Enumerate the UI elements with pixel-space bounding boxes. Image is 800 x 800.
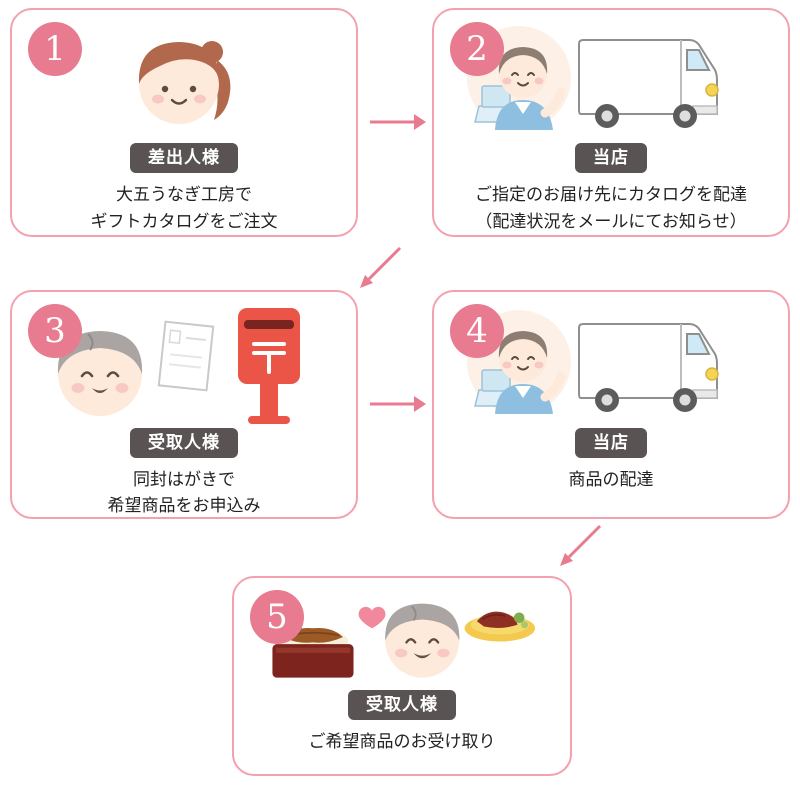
down-left-arrow-icon [360,246,402,288]
step-5-number-badge: 5 [250,590,304,644]
step-number: 3 [44,311,66,351]
step-2-box: 2 [432,8,790,237]
arrow-step3-to-step4 [368,391,426,422]
clerk-and-truck-icon [467,309,719,414]
step-3-description: 同封はがきで 希望商品をお申込み [108,467,261,520]
food-plate-icon [464,611,536,642]
step-1-box: 1 差出人様 大五うなぎ工房で ギフトカタログをご注文 [10,8,358,237]
right-arrow-icon [370,114,426,130]
step-number: 4 [466,311,488,351]
step-2-role-label: 当店 [575,143,647,174]
clerk-and-truck-icon [467,26,719,131]
step-2-number-badge: 2 [450,22,504,76]
description-line: ご希望商品のお受け取り [308,732,496,752]
right-arrow-icon [370,396,426,412]
step-number: 2 [466,29,488,69]
sender-woman-icon [138,40,231,124]
arrow-step4-to-step5 [556,524,604,575]
heart-icon [358,606,386,629]
step-4-box: 4 [432,290,790,519]
down-left-arrow-icon [560,524,602,566]
step-1-role-label: 差出人様 [130,143,238,174]
sender-woman-illustration [124,18,244,143]
step-1-number-badge: 1 [28,22,82,76]
role-label-text: 受取人様 [148,433,220,452]
role-label-text: 当店 [593,433,629,452]
step-4-role-label: 当店 [575,428,647,459]
recipient-postcard-postbox-icon [57,308,300,424]
clerk-truck-illustration [461,18,761,143]
arrow-step1-to-step2 [368,109,426,140]
step-1-description: 大五うなぎ工房で ギフトカタログをご注文 [91,182,278,235]
japan-postbox-icon [238,308,300,424]
step-2-description: ご指定のお届け先にカタログを配達 （配達状況をメールにてお知らせ） [475,182,747,235]
step-5-role-label: 受取人様 [348,690,456,721]
clerk-truck-illustration [461,300,761,428]
role-label-text: 当店 [593,148,629,168]
description-line: 希望商品をお申込み [107,496,261,516]
step-4-number-badge: 4 [450,304,504,358]
step-5-box: 5 [232,576,572,776]
step-4-description: 商品の配達 [569,467,654,493]
step-number: 5 [266,597,288,637]
arrow-step2-to-step3 [356,246,404,297]
role-label-text: 受取人様 [366,695,438,714]
step-number: 1 [44,29,66,69]
step-3-box: 3 [10,290,358,519]
description-line: 大五うなぎ工房で [116,185,252,205]
description-line: ご指定のお届け先にカタログを配達 [475,185,747,205]
description-line: 同封はがきで [133,470,235,490]
description-line: （配達状況をメールにてお知らせ） [475,211,747,231]
role-label-text: 差出人様 [148,148,220,168]
step-5-description: ご希望商品のお受け取り [309,729,496,755]
description-line: ギフトカタログをご注文 [90,211,278,231]
recipient-postbox-illustration [38,300,330,428]
step-3-number-badge: 3 [28,304,82,358]
step-3-role-label: 受取人様 [130,428,238,459]
description-line: 商品の配達 [568,470,654,490]
